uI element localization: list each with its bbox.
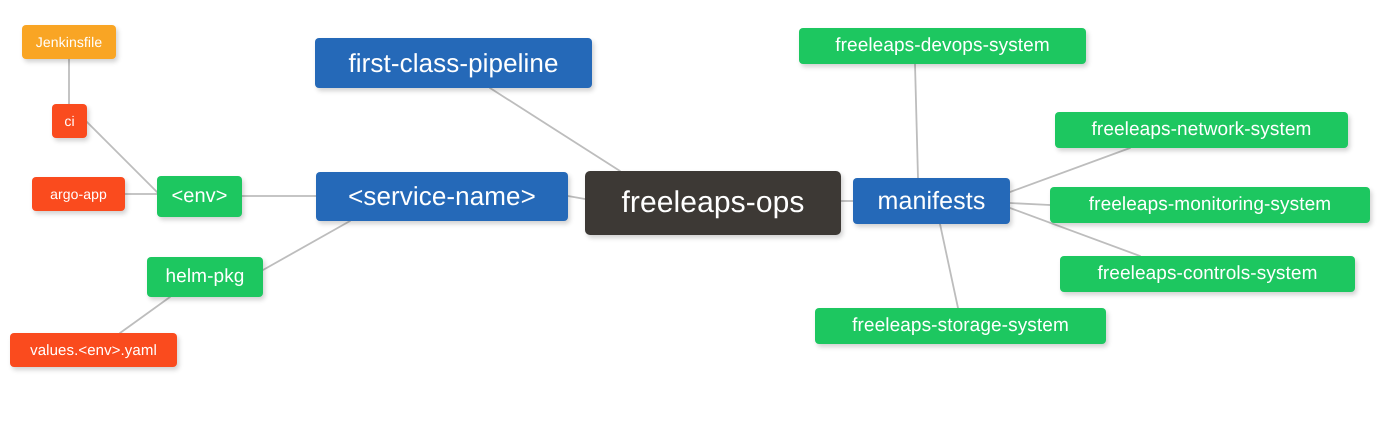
node-storage-system[interactable]: freeleaps-storage-system bbox=[815, 308, 1106, 344]
node-argo-app[interactable]: argo-app bbox=[32, 177, 125, 211]
edge-service-name-to-helm-pkg bbox=[262, 220, 351, 271]
node-ci[interactable]: ci bbox=[52, 104, 87, 138]
node-freeleaps-ops[interactable]: freeleaps-ops bbox=[585, 171, 841, 235]
node-env[interactable]: <env> bbox=[157, 176, 242, 217]
edge-service-name-to-freeleaps-ops bbox=[567, 195, 586, 200]
node-network-system[interactable]: freeleaps-network-system bbox=[1055, 112, 1348, 148]
node-helm-pkg[interactable]: helm-pkg bbox=[147, 257, 263, 297]
edge-manifests-to-storage-system bbox=[939, 223, 959, 309]
node-values-env-yaml[interactable]: values.<env>.yaml bbox=[10, 333, 177, 367]
edge-manifests-to-devops-system bbox=[914, 63, 919, 179]
edge-manifests-to-network-system bbox=[1009, 147, 1131, 193]
node-service-name[interactable]: <service-name> bbox=[316, 172, 568, 221]
node-first-class-pipeline[interactable]: first-class-pipeline bbox=[315, 38, 592, 88]
node-devops-system[interactable]: freeleaps-devops-system bbox=[799, 28, 1086, 64]
edge-helm-pkg-to-values-env-yaml bbox=[119, 296, 171, 334]
node-jenkinsfile[interactable]: Jenkinsfile bbox=[22, 25, 116, 59]
edge-first-class-pipeline-to-freeleaps-ops bbox=[489, 87, 621, 172]
node-controls-system[interactable]: freeleaps-controls-system bbox=[1060, 256, 1355, 292]
node-monitoring-system[interactable]: freeleaps-monitoring-system bbox=[1050, 187, 1370, 223]
edge-manifests-to-monitoring-system bbox=[1009, 202, 1051, 206]
node-manifests[interactable]: manifests bbox=[853, 178, 1010, 224]
